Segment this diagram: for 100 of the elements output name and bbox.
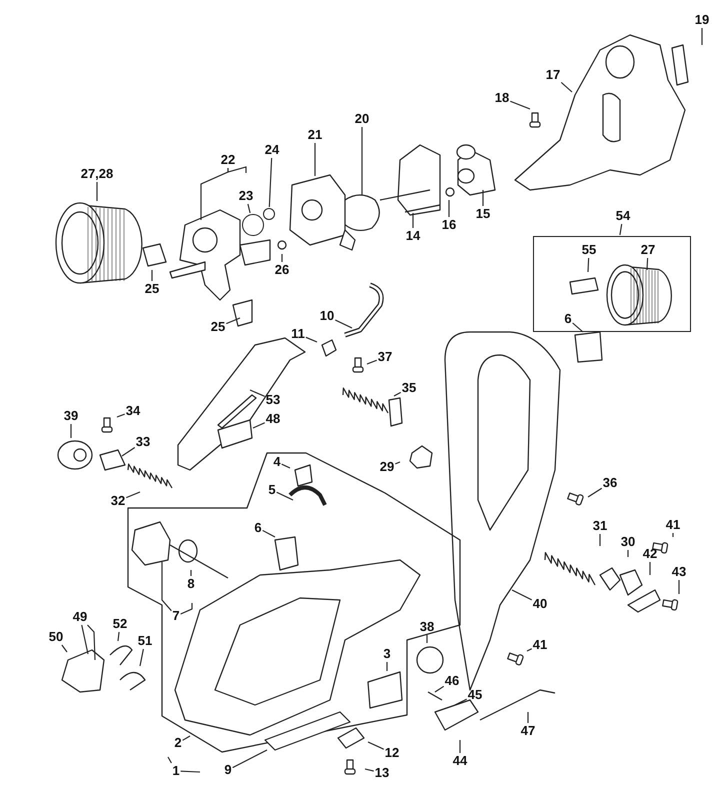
leader-line — [512, 590, 532, 600]
callout-number: 29 — [380, 460, 394, 474]
leader-line — [70, 424, 72, 438]
leader-line — [87, 624, 96, 660]
callout-number: 31 — [592, 519, 608, 533]
callout-number: 25 — [210, 320, 226, 334]
callout-number: 39 — [64, 409, 78, 423]
callout-number: 23 — [238, 189, 254, 203]
callout-number: 50 — [48, 630, 64, 644]
leader-line — [394, 392, 402, 396]
leader-line — [361, 127, 363, 195]
leader-line — [268, 158, 272, 208]
leader-line — [226, 318, 240, 324]
callout-number: 20 — [354, 112, 370, 126]
leader-line — [117, 632, 120, 642]
leader-line — [395, 461, 400, 464]
leader-line — [180, 770, 200, 773]
leader-line — [61, 644, 68, 652]
callout-number: 38 — [420, 620, 434, 634]
leader-line — [368, 742, 384, 750]
leader-line — [482, 190, 484, 206]
leader-line — [572, 322, 584, 332]
leader-line — [306, 336, 318, 342]
leader-line — [646, 258, 648, 270]
callout-number: 45 — [468, 688, 482, 702]
leader-line — [434, 686, 444, 692]
leader-line — [454, 698, 468, 706]
leader-line — [190, 570, 192, 576]
callout-number: 3 — [383, 647, 391, 661]
callout-number: 14 — [406, 229, 420, 243]
callout-number: 2 — [174, 736, 182, 750]
callout-number: 27,28 — [80, 167, 114, 181]
callout-number: 54 — [616, 209, 630, 223]
leader-line — [281, 254, 283, 262]
leader-line — [412, 213, 414, 228]
leader-line — [252, 422, 265, 428]
callout-number: 34 — [126, 404, 140, 418]
leader-line — [335, 319, 352, 328]
leader-line — [672, 533, 674, 537]
leader-line — [139, 648, 144, 666]
callout-number: 44 — [452, 754, 468, 768]
leader-line — [161, 562, 172, 612]
leader-line — [588, 488, 602, 498]
callout-number: 7 — [172, 609, 180, 623]
leader-line — [364, 768, 374, 772]
leader-line — [649, 562, 651, 575]
callout-number: 30 — [620, 535, 636, 549]
callout-number: 52 — [112, 617, 128, 631]
leader-line — [448, 200, 450, 217]
leader-line — [386, 662, 388, 671]
leader-line — [232, 750, 268, 768]
callout-number: 13 — [374, 766, 390, 780]
callout-number: 12 — [384, 746, 400, 760]
callout-number: 22 — [220, 153, 236, 167]
leader-line — [366, 360, 377, 365]
callout-number: 35 — [402, 381, 416, 395]
o-ring — [242, 214, 264, 236]
callout-number: 1 — [172, 764, 180, 778]
leader-line — [701, 28, 703, 45]
leader-line — [151, 270, 153, 281]
callout-number: 6 — [254, 521, 262, 535]
leader-line — [599, 534, 601, 546]
callout-number: 27 — [640, 243, 656, 257]
leader-line — [250, 390, 265, 397]
leader-line — [96, 182, 98, 201]
callout-number: 10 — [320, 309, 334, 323]
leader-line — [426, 635, 428, 643]
leader-line — [510, 100, 530, 110]
leader-line — [459, 740, 461, 753]
callout-number: 41 — [532, 638, 548, 652]
callout-number: 43 — [672, 565, 686, 579]
callout-number: 33 — [136, 435, 150, 449]
leader-line — [314, 143, 316, 176]
callout-number: 32 — [110, 494, 126, 508]
callout-number: 48 — [266, 412, 280, 426]
callout-number: 15 — [476, 207, 490, 221]
callout-number: 51 — [138, 634, 152, 648]
leader-line — [527, 712, 529, 723]
callout-number: 47 — [520, 724, 536, 738]
callout-number: 25 — [144, 282, 160, 296]
leader-line — [678, 580, 680, 594]
callout-number: 24 — [264, 143, 280, 157]
callout-number: 4 — [273, 455, 281, 469]
leader-line — [281, 464, 290, 468]
callout-number: 11 — [291, 327, 305, 341]
leader-line — [182, 736, 190, 741]
leader-line — [116, 414, 125, 418]
callout-number: 26 — [274, 263, 290, 277]
leader-line — [126, 492, 140, 498]
leader-line — [262, 530, 276, 538]
leader-line — [247, 204, 251, 214]
leader-line — [180, 603, 193, 614]
o-ring — [263, 208, 275, 220]
callout-number: 17 — [546, 68, 560, 82]
leader-line — [168, 756, 172, 764]
callout-number: 42 — [642, 547, 658, 561]
leader-line — [81, 624, 89, 654]
leader-line — [587, 258, 590, 272]
callout-number: 18 — [494, 91, 510, 105]
callout-number: 49 — [72, 610, 88, 624]
